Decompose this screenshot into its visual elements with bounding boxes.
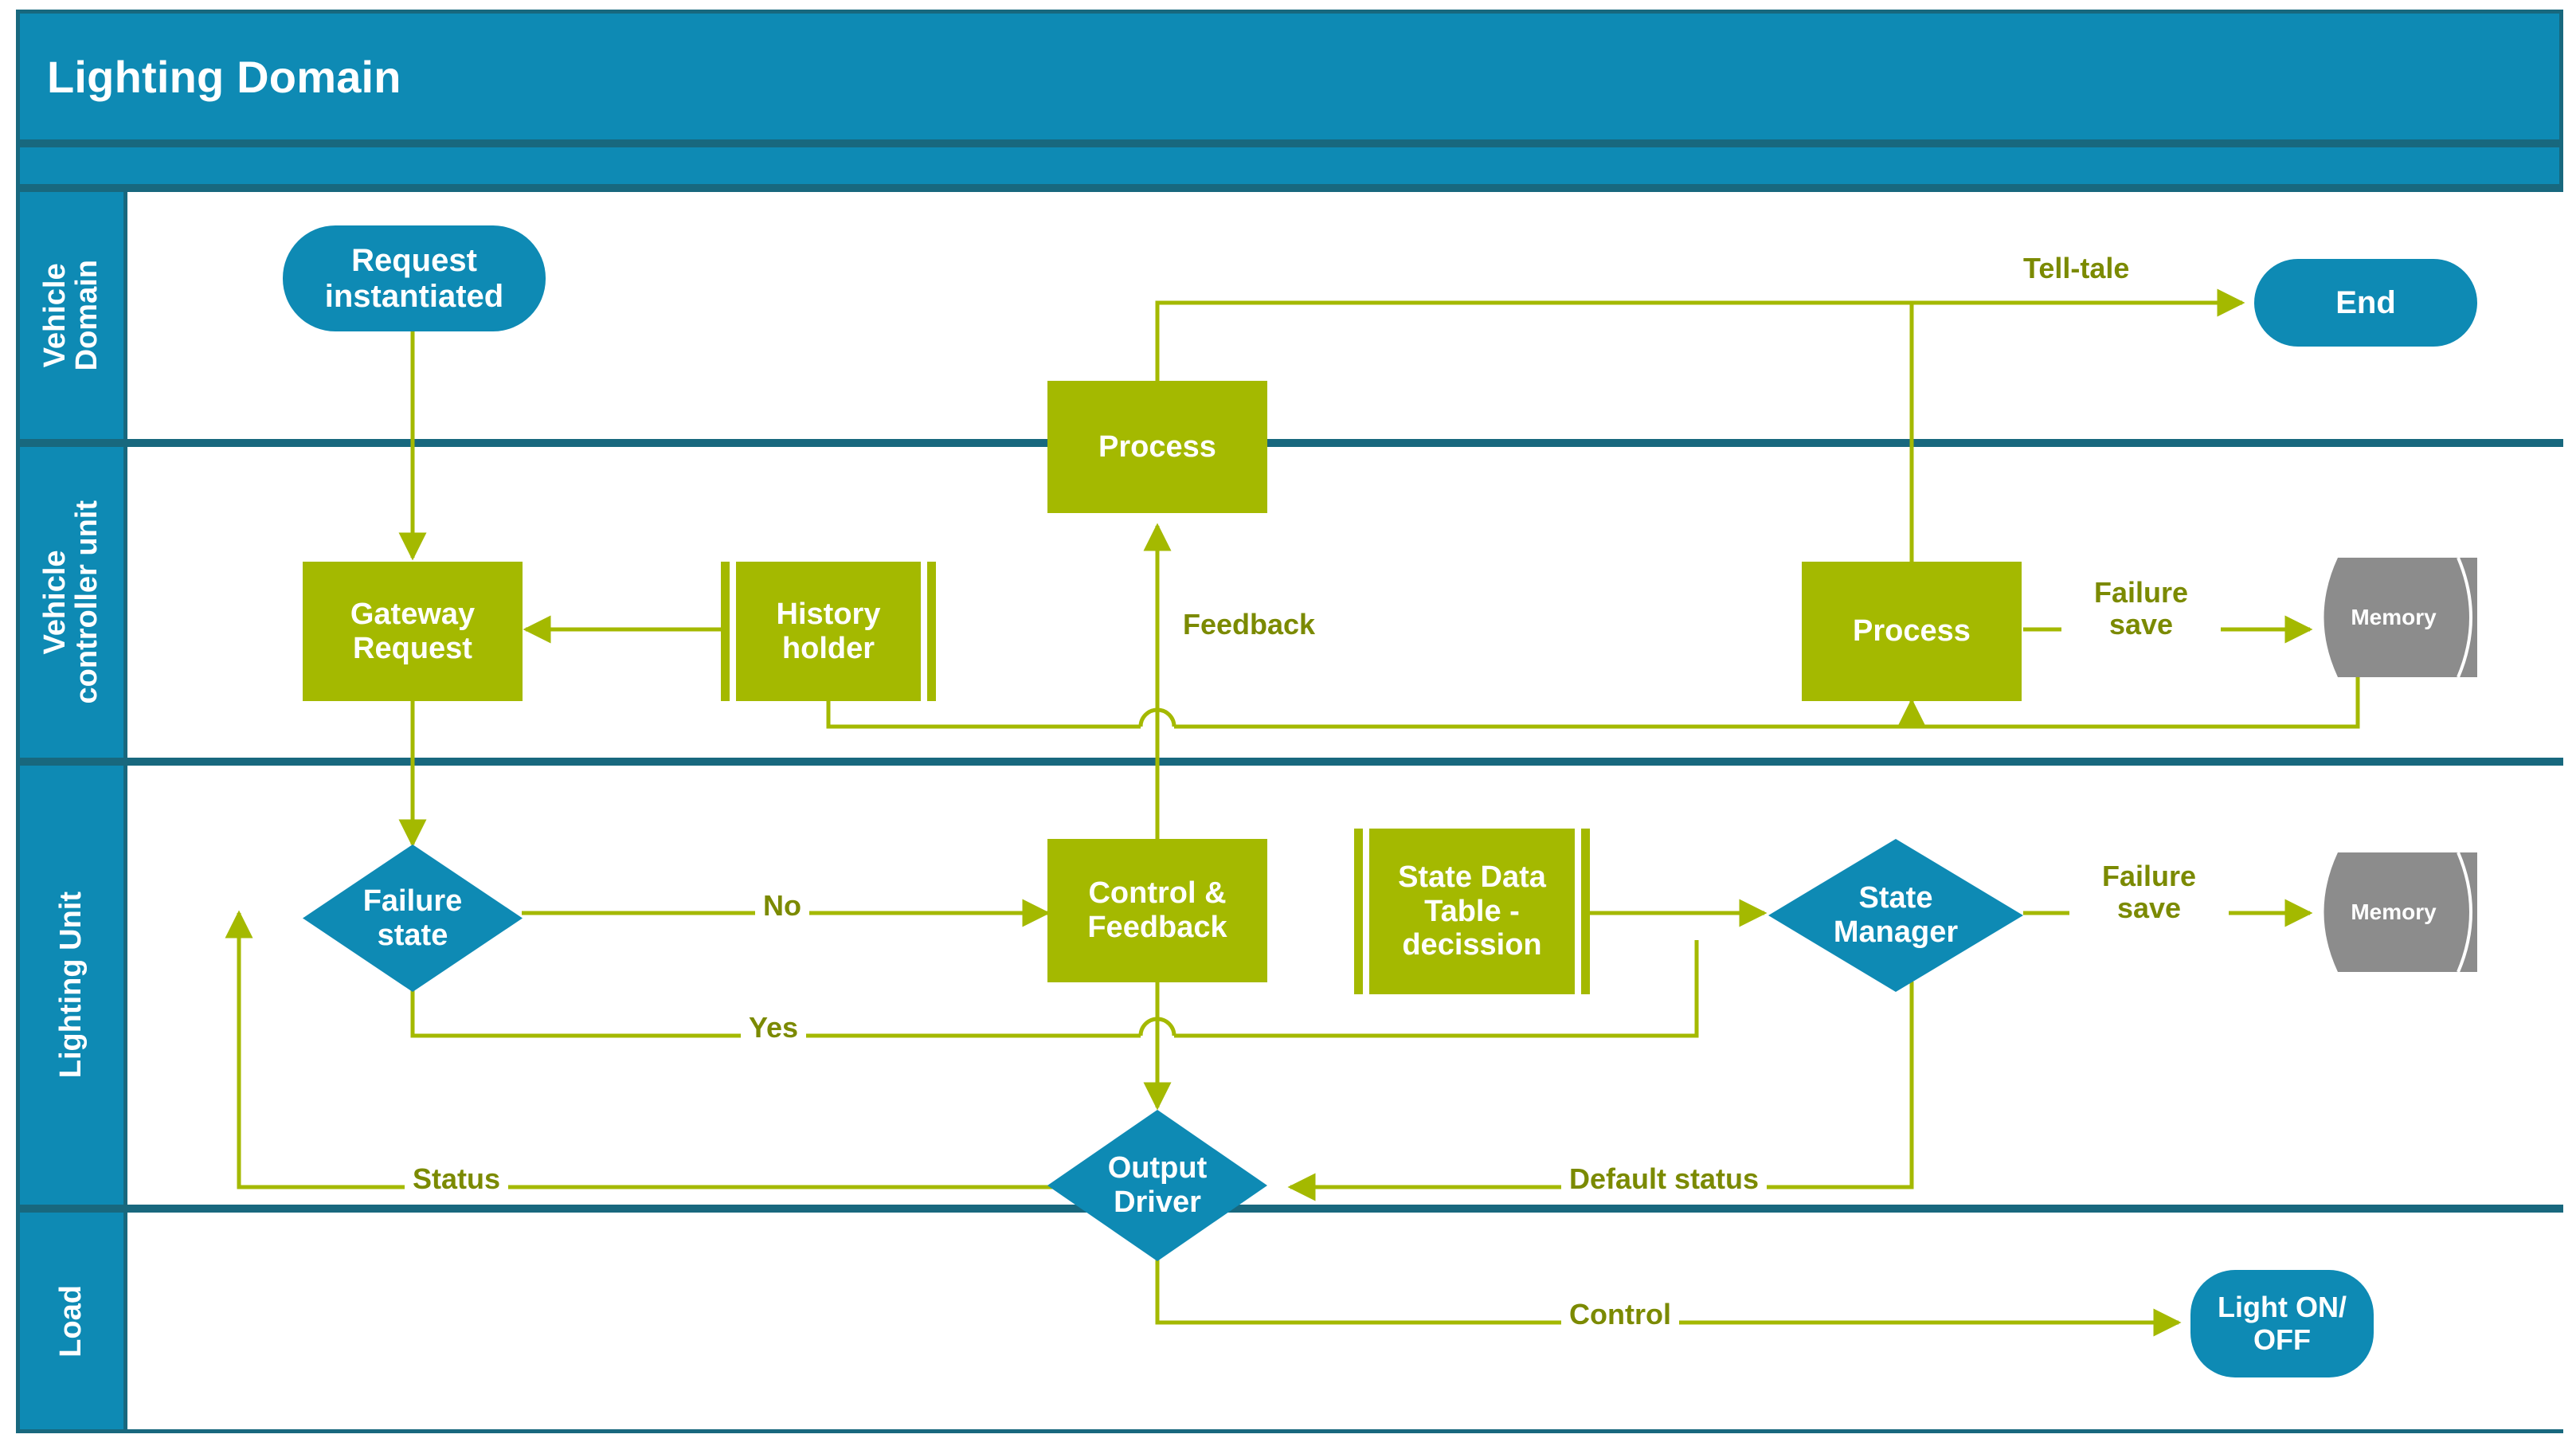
node-label-history-holder: History holder	[776, 597, 881, 665]
node-memory-upper[interactable]: Memory	[2310, 558, 2477, 677]
node-label-state-manager: State Manager	[1833, 881, 1959, 949]
node-label-process-right: Process	[1853, 614, 1971, 649]
edge-label-default-status: Default status	[1561, 1162, 1768, 1197]
diamond-shape	[303, 844, 523, 992]
lane-row-vehicle-controller-unit	[16, 443, 2563, 762]
edge-label-control: Control	[1561, 1297, 1679, 1332]
node-state-data-table[interactable]: State Data Table - decission	[1354, 829, 1590, 994]
edge-label-failure-save-lower: Failure save	[2069, 859, 2229, 926]
page-title: Lighting Domain	[47, 51, 401, 102]
edge-label-tell-tale: Tell-tale	[2015, 251, 2138, 286]
node-label-end: End	[2335, 284, 2396, 320]
node-label-failure-state: Failure state	[362, 884, 463, 952]
node-control-feedback[interactable]: Control & Feedback	[1047, 839, 1267, 982]
node-label-process-top: Process	[1098, 429, 1216, 464]
lane-label-vehicle-domain: Vehicle Domain	[38, 260, 104, 371]
node-process-right[interactable]: Process	[1802, 562, 2022, 701]
node-label-request-instantiated: Request instantiated	[324, 242, 504, 314]
edge-label-status: Status	[405, 1162, 509, 1197]
lane-row-load	[16, 1209, 2563, 1433]
node-state-manager[interactable]: State Manager	[1768, 839, 2023, 992]
lane-header-lighting-unit: Lighting Unit	[16, 762, 127, 1209]
lane-row-lighting-unit	[16, 762, 2563, 1209]
diamond-shape	[1768, 839, 2023, 992]
predef-bar-right	[921, 562, 927, 701]
lane-label-lighting-unit: Lighting Unit	[54, 892, 88, 1079]
node-label-gateway-request: Gateway Request	[350, 597, 476, 665]
lane-label-vehicle-controller-unit: Vehicle controller unit	[38, 500, 104, 704]
diagram-title-bar: Lighting Domain	[16, 10, 2563, 143]
lane-header-load: Load	[16, 1209, 127, 1433]
predef-bar-left	[730, 562, 736, 701]
node-label-output-driver: Output Driver	[1107, 1151, 1208, 1219]
edge-label-feedback: Feedback	[1175, 607, 1324, 642]
edge-label-failure-save-upper: Failure save	[2061, 575, 2221, 642]
node-output-driver[interactable]: Output Driver	[1047, 1110, 1267, 1261]
node-label-memory-upper: Memory	[2351, 605, 2437, 629]
node-label-light-on-off: Light ON/ OFF	[2218, 1291, 2347, 1356]
edge-label-no: No	[755, 888, 809, 923]
lane-label-load: Load	[54, 1284, 88, 1358]
node-failure-state[interactable]: Failure state	[303, 844, 523, 992]
lane-header-vehicle-domain: Vehicle Domain	[16, 188, 127, 443]
node-label-memory-lower: Memory	[2351, 899, 2437, 924]
node-memory-lower[interactable]: Memory	[2310, 852, 2477, 972]
node-history-holder[interactable]: History holder	[721, 562, 936, 701]
diamond-shape	[1047, 1110, 1267, 1261]
lane-row-vehicle-domain	[16, 188, 2563, 443]
predef-bar-left	[1363, 829, 1369, 994]
node-end[interactable]: End	[2254, 259, 2477, 347]
cylinder-icon	[2323, 558, 2477, 677]
node-light-on-off[interactable]: Light ON/ OFF	[2190, 1270, 2374, 1377]
node-label-state-data-table: State Data Table - decission	[1398, 860, 1546, 962]
node-gateway-request[interactable]: Gateway Request	[303, 562, 523, 701]
edge-label-yes: Yes	[741, 1010, 807, 1045]
node-process-top[interactable]: Process	[1047, 381, 1267, 513]
lane-header-vehicle-controller-unit: Vehicle controller unit	[16, 443, 127, 762]
cylinder-icon	[2323, 852, 2477, 972]
node-request-instantiated[interactable]: Request instantiated	[283, 225, 546, 331]
header-sub-bar	[16, 143, 2563, 188]
predef-bar-right	[1575, 829, 1581, 994]
node-label-control-feedback: Control & Feedback	[1087, 876, 1227, 944]
